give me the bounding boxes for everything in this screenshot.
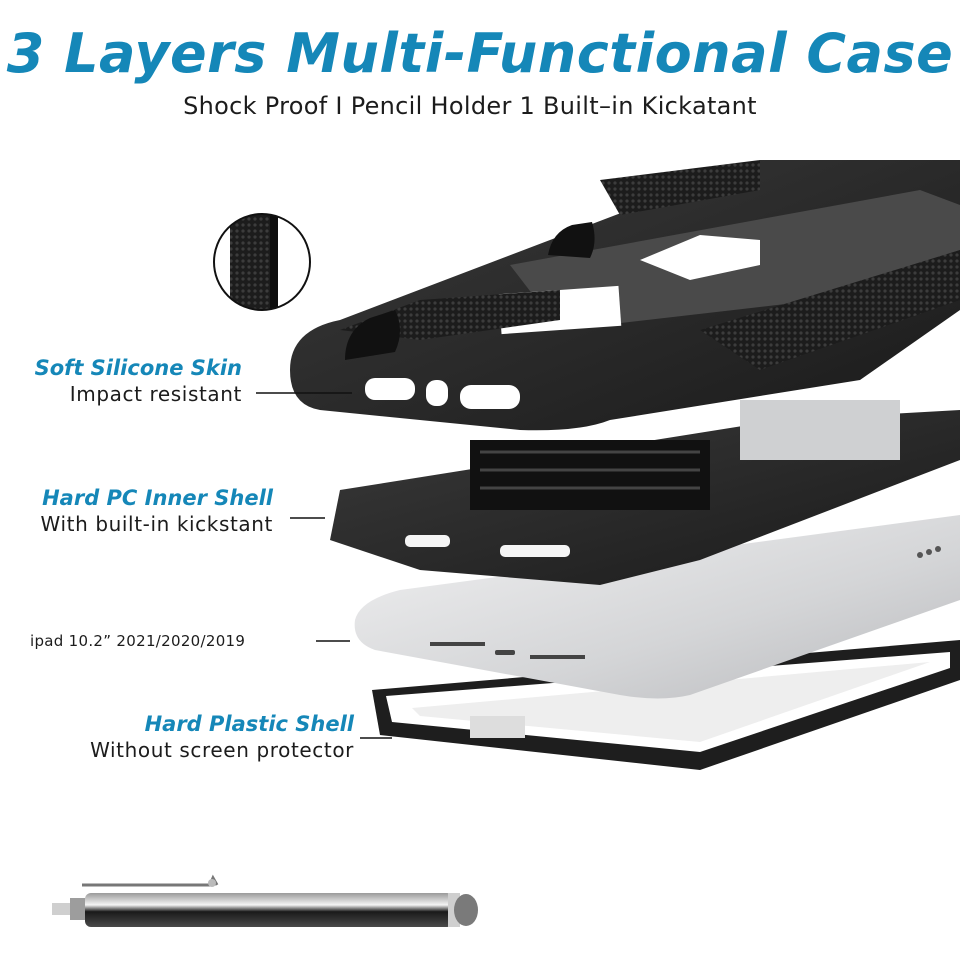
- layer-desc: Without screen protector: [90, 738, 354, 762]
- page-subtitle: Shock Proof I Pencil Holder 1 Built–in K…: [183, 92, 757, 120]
- hard-pc-inner-shell: [330, 400, 960, 585]
- layer-title: Soft Silicone Skin: [34, 356, 242, 380]
- layer-label-silicone: Soft Silicone Skin Impact resistant: [20, 356, 242, 406]
- layer-title: Hard Plastic Shell: [144, 712, 354, 736]
- hard-plastic-shell: [372, 640, 960, 770]
- stylus-pen-icon: [52, 874, 478, 927]
- ipad-tablet: [354, 515, 960, 699]
- layer-label-pc-shell: Hard PC Inner Shell With built-in kickst…: [20, 486, 273, 536]
- layer-label-plastic-shell: Hard Plastic Shell Without screen protec…: [40, 712, 354, 762]
- layer-desc: With built-in kickstant: [40, 512, 273, 536]
- layer-label-ipad: ipad 10.2” 2021/2020/2019: [30, 632, 246, 650]
- soft-silicone-skin: [290, 160, 960, 431]
- page-title: 3 Layers Multi-Functional Case: [6, 22, 954, 85]
- leader-lines: [256, 392, 392, 739]
- texture-detail-icon: [213, 213, 311, 311]
- layer-desc: Impact resistant: [69, 382, 242, 406]
- layer-title: Hard PC Inner Shell: [42, 486, 273, 510]
